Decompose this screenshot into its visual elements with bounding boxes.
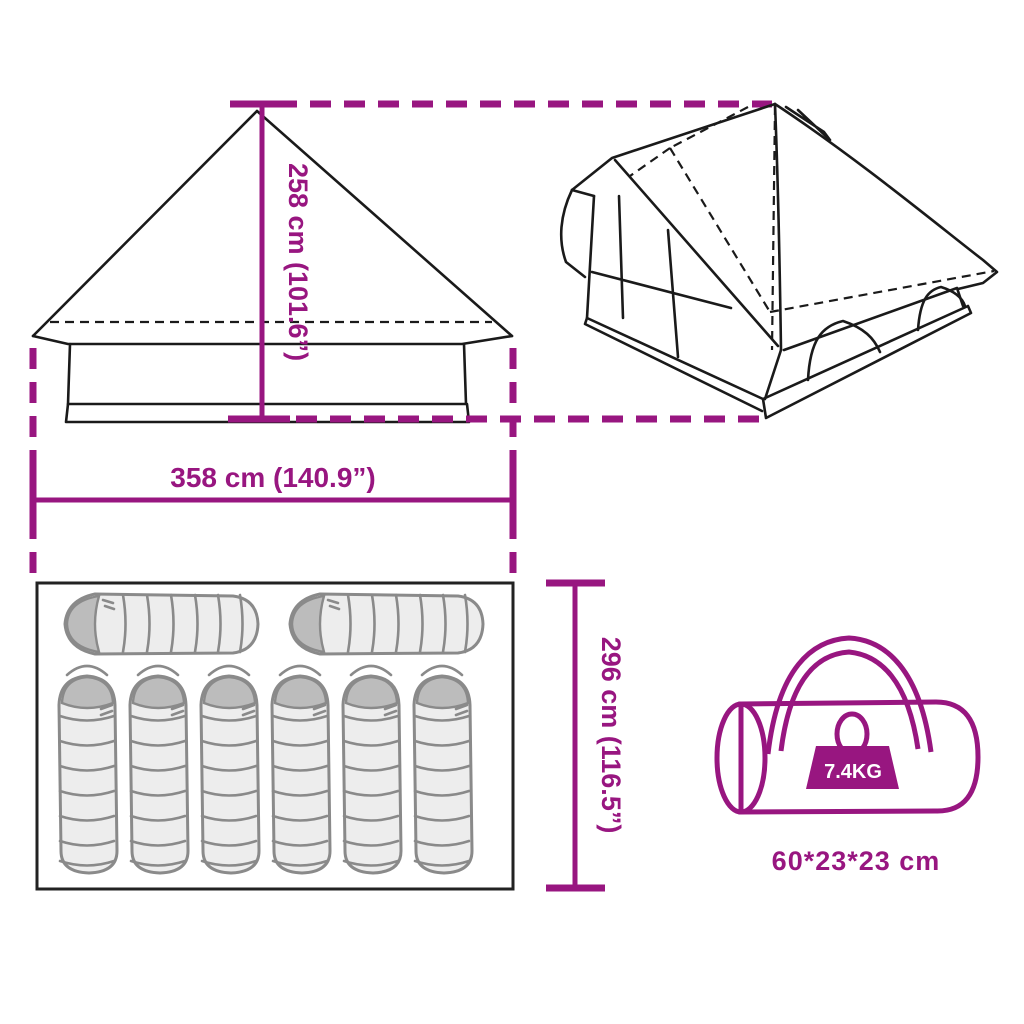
roof-front-ridge [773, 102, 783, 352]
tent-front-view [31, 109, 514, 424]
skirt-left [583, 316, 765, 413]
dimension-lines: 258 cm (101.6”) 358 cm (140.9”) 296 cm (… [29, 100, 772, 892]
carry-bag-end-cap [714, 701, 768, 815]
height-dimension-label: 258 cm (101.6”) [283, 163, 313, 361]
sleeping-bags-vertical [57, 664, 474, 875]
carry-bag-size-label: 60*23*23 cm [772, 846, 941, 876]
tent-perspective-view [559, 102, 999, 420]
hidden-right-eave [769, 269, 995, 314]
door-flap [559, 188, 587, 279]
sleeping-bag-horizontal [288, 592, 485, 656]
front-corner-edge [763, 348, 783, 401]
carry-bag-body [738, 699, 981, 815]
hidden-left-eave [629, 147, 671, 177]
depth-dimension-label: 296 cm (116.5”) [596, 637, 626, 834]
tent-right-slope [255, 109, 514, 338]
roof-left-ridge [570, 102, 777, 192]
hidden-center-pole [770, 105, 777, 351]
wall-arch-2 [916, 285, 967, 332]
hidden-ridge [669, 106, 749, 149]
left-wall-seams [590, 194, 733, 359]
sleeping-bag-vertical [412, 664, 474, 875]
sleeping-bag-vertical [341, 664, 403, 875]
hidden-rear-edge [669, 147, 771, 313]
carry-bag-handle-inner [778, 649, 921, 752]
roof-right-edge [773, 102, 999, 291]
weight-block-icon [806, 746, 899, 789]
carry-bag-handle-outer [765, 635, 934, 755]
weight-label: 7.4KG [824, 761, 882, 783]
tent-wall [66, 342, 468, 406]
roof-left-eave-edge [613, 158, 780, 348]
floor-plan [35, 581, 515, 891]
tent-left-slope [31, 109, 259, 338]
wall-arch-1 [806, 319, 882, 382]
skirt-right [761, 304, 973, 420]
left-wall-edge [585, 194, 596, 320]
sleeping-bag-vertical [128, 664, 190, 875]
carry-bag: 7.4KG 60*23*23 cm [714, 635, 981, 876]
sleeping-bag-horizontal [63, 592, 260, 656]
sleeping-bags-horizontal [63, 592, 485, 656]
tent-eave-line [31, 334, 514, 346]
sleeping-bag-vertical [57, 664, 119, 875]
width-dimension-label: 358 cm (140.9”) [170, 462, 375, 493]
sleeping-bag-vertical [270, 664, 332, 875]
door-flap-top [570, 188, 596, 198]
roof-vent-flap [784, 105, 832, 142]
sleeping-bag-vertical [199, 664, 261, 875]
